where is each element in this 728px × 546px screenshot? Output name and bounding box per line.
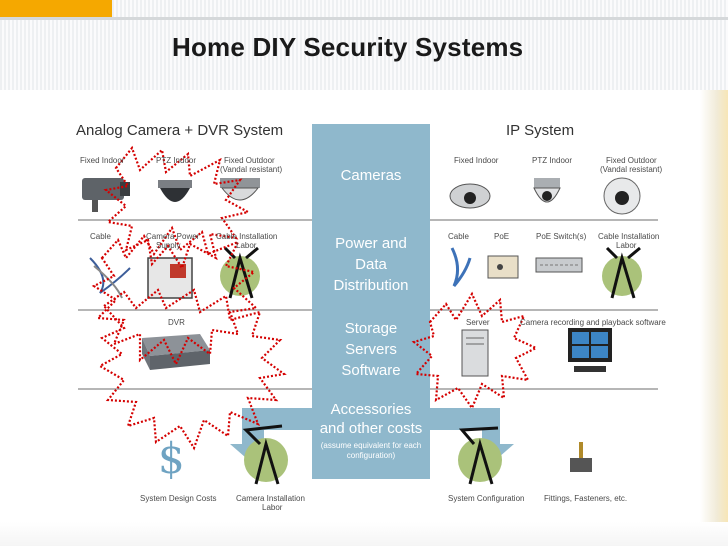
poe-switch-icon (535, 257, 583, 273)
ip-cable-installer-icon (602, 246, 642, 299)
starburst-middle (91, 225, 259, 367)
ip-outdoor-camera-icon (603, 177, 641, 215)
analog-ptz-indoor-label: PTZ Indoor (156, 156, 197, 165)
dollar-sign-icon: $ (158, 434, 185, 483)
analog-cable-icon (89, 257, 131, 299)
accessories-category-line2: and other costs (319, 420, 423, 437)
ip-ptz-indoor-label: PTZ Indoor (532, 156, 573, 165)
accessories-note-line1: (assume equivalent for each (320, 441, 422, 450)
cameras-category: Cameras (340, 167, 402, 184)
page-edge-shadow (700, 90, 728, 546)
ip-system-heading: IP System (506, 122, 575, 139)
system-design-installer-icon (242, 424, 288, 485)
fittings-fasteners-label: Fittings, Fasteners, etc. (544, 494, 628, 503)
camera-installation-label: Camera Installation (236, 494, 305, 503)
accessories-category-line1: Accessories (330, 401, 412, 418)
analog-fixed-outdoor-label: Fixed Outdoor (224, 156, 275, 165)
analog-outdoor-camera-icon (220, 178, 260, 201)
camera-installation-labor-label: Labor (262, 503, 283, 512)
ip-cable-icon (450, 247, 472, 287)
accessories-note-line2: configuration) (346, 451, 396, 460)
system-design-costs-label: System Design Costs (140, 494, 217, 503)
ip-fixed-indoor-camera-icon (449, 183, 491, 209)
analog-system-heading: Analog Camera + DVR System (76, 122, 284, 139)
analog-ptz-dome-camera-icon (158, 180, 192, 202)
analog-cable-install-labor-label: Labor (236, 241, 257, 250)
ip-ptz-camera-icon (533, 178, 561, 203)
system-configuration-icon (458, 426, 502, 485)
analog-fixed-indoor-camera-icon (82, 178, 130, 212)
ip-cable-install-label: Cable Installation (598, 232, 660, 241)
slide-title: Home DIY Security Systems (172, 32, 524, 62)
poe-switch-label: PoE Switch(s) (536, 232, 587, 241)
server-tower-icon (461, 329, 489, 377)
analog-cable-label: Cable (90, 232, 111, 241)
monitor-software-icon (568, 328, 612, 372)
ip-cable-label: Cable (448, 232, 469, 241)
starburst-bottom (97, 288, 287, 451)
header-divider (0, 17, 728, 20)
ip-fixed-indoor-label: Fixed Indoor (454, 156, 499, 165)
storage-category-line3: Software (341, 362, 401, 379)
camera-power-label: Camera Power (146, 232, 200, 241)
analog-fixed-indoor-label: Fixed Indoor (80, 156, 125, 165)
system-configuration-label: System Configuration (448, 494, 525, 503)
security-systems-diagram: Analog Camera + DVR System IP System Fix… (70, 108, 670, 520)
dvr-label: DVR (168, 318, 185, 327)
analog-cable-installer-icon (220, 246, 260, 299)
poe-label: PoE (494, 232, 510, 241)
power-category-line2: Data (355, 256, 387, 273)
camera-power-supply-label: Supply (156, 241, 181, 250)
analog-cable-install-label: Cable Installation (216, 232, 278, 241)
accent-bar (0, 0, 112, 17)
page-bottom-shadow (0, 522, 728, 546)
poe-injector-icon (487, 255, 519, 279)
server-label: Server (466, 318, 490, 327)
power-category-line1: Power and (335, 235, 407, 252)
fittings-fasteners-icon (570, 442, 592, 472)
ip-fixed-outdoor-label: Fixed Outdoor (606, 156, 657, 165)
storage-category-line1: Storage (344, 320, 398, 337)
power-category-line3: Distribution (333, 277, 409, 294)
diagram-graphics (78, 124, 658, 485)
dvr-icon (142, 334, 210, 370)
ip-vandal-label: (Vandal resistant) (600, 165, 663, 174)
header-background (0, 0, 728, 90)
analog-vandal-label: (Vandal resistant) (220, 165, 283, 174)
storage-category-line2: Servers (345, 341, 397, 358)
recording-software-label: Camera recording and playback software (520, 318, 666, 327)
starburst-right (411, 291, 539, 411)
ip-cable-install-labor-label: Labor (616, 241, 637, 250)
